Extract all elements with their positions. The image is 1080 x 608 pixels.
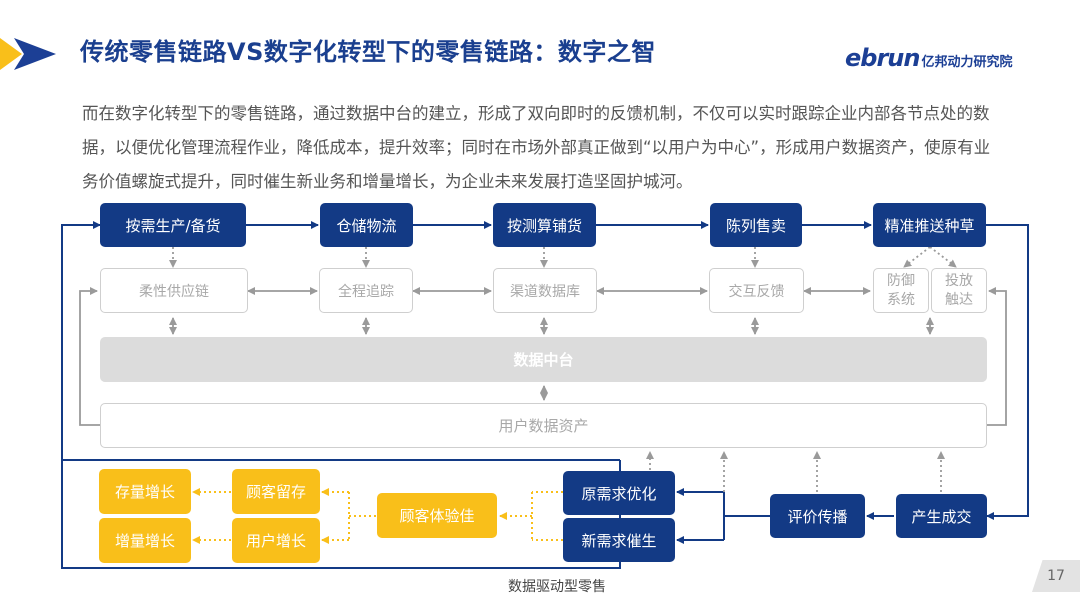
node-precise-push: 精准推送种草 bbox=[873, 203, 986, 247]
node-display-sale: 陈列售卖 bbox=[710, 203, 802, 247]
node-optimize-demand: 原需求优化 bbox=[563, 471, 675, 515]
corner-arrow-icon bbox=[0, 38, 56, 70]
node-channel-database: 渠道数据库 bbox=[493, 268, 597, 313]
logo-chinese: 亿邦动力研究院 bbox=[921, 55, 1013, 70]
node-ad-delivery: 投放 触达 bbox=[931, 268, 987, 313]
node-forecast-distribution: 按测算铺货 bbox=[493, 203, 596, 247]
node-make-deal: 产生成交 bbox=[896, 494, 987, 538]
node-review-spread: 评价传播 bbox=[770, 494, 865, 538]
node-delivery-line1: 投放 bbox=[945, 272, 973, 289]
node-user-growth: 用户增长 bbox=[232, 518, 320, 563]
node-full-tracking: 全程追踪 bbox=[319, 268, 413, 313]
node-incremental-growth: 增量增长 bbox=[99, 518, 191, 563]
node-new-demand: 新需求催生 bbox=[563, 518, 675, 562]
diagram-caption: 数据驱动型零售 bbox=[508, 579, 606, 595]
node-flexible-supply-chain: 柔性供应链 bbox=[100, 268, 248, 313]
node-customer-retention: 顾客留存 bbox=[232, 469, 320, 514]
node-produce-stock: 按需生产/备货 bbox=[100, 203, 246, 247]
node-warehouse-logistics: 仓储物流 bbox=[320, 203, 413, 247]
node-interaction-feedback: 交互反馈 bbox=[709, 268, 804, 313]
node-delivery-line2: 触达 bbox=[945, 291, 973, 308]
node-defense-system: 防御 系统 bbox=[873, 268, 929, 313]
data-center-bar: 数据中台 bbox=[100, 337, 987, 382]
logo-wordmark: ebrun bbox=[845, 44, 920, 72]
node-defense-line2: 系统 bbox=[887, 291, 915, 308]
node-defense-line1: 防御 bbox=[887, 272, 915, 289]
intro-paragraph: 而在数字化转型下的零售链路，通过数据中台的建立，形成了双向即时的反馈机制，不仅可… bbox=[82, 104, 991, 191]
page-number: 17 bbox=[1032, 560, 1080, 592]
node-good-experience: 顾客体验佳 bbox=[377, 493, 497, 538]
page-title: 传统零售链路VS数字化转型下的零售链路：数字之智 bbox=[80, 38, 656, 66]
user-data-assets-bar: 用户数据资产 bbox=[100, 403, 987, 448]
node-stock-growth: 存量增长 bbox=[99, 469, 191, 514]
